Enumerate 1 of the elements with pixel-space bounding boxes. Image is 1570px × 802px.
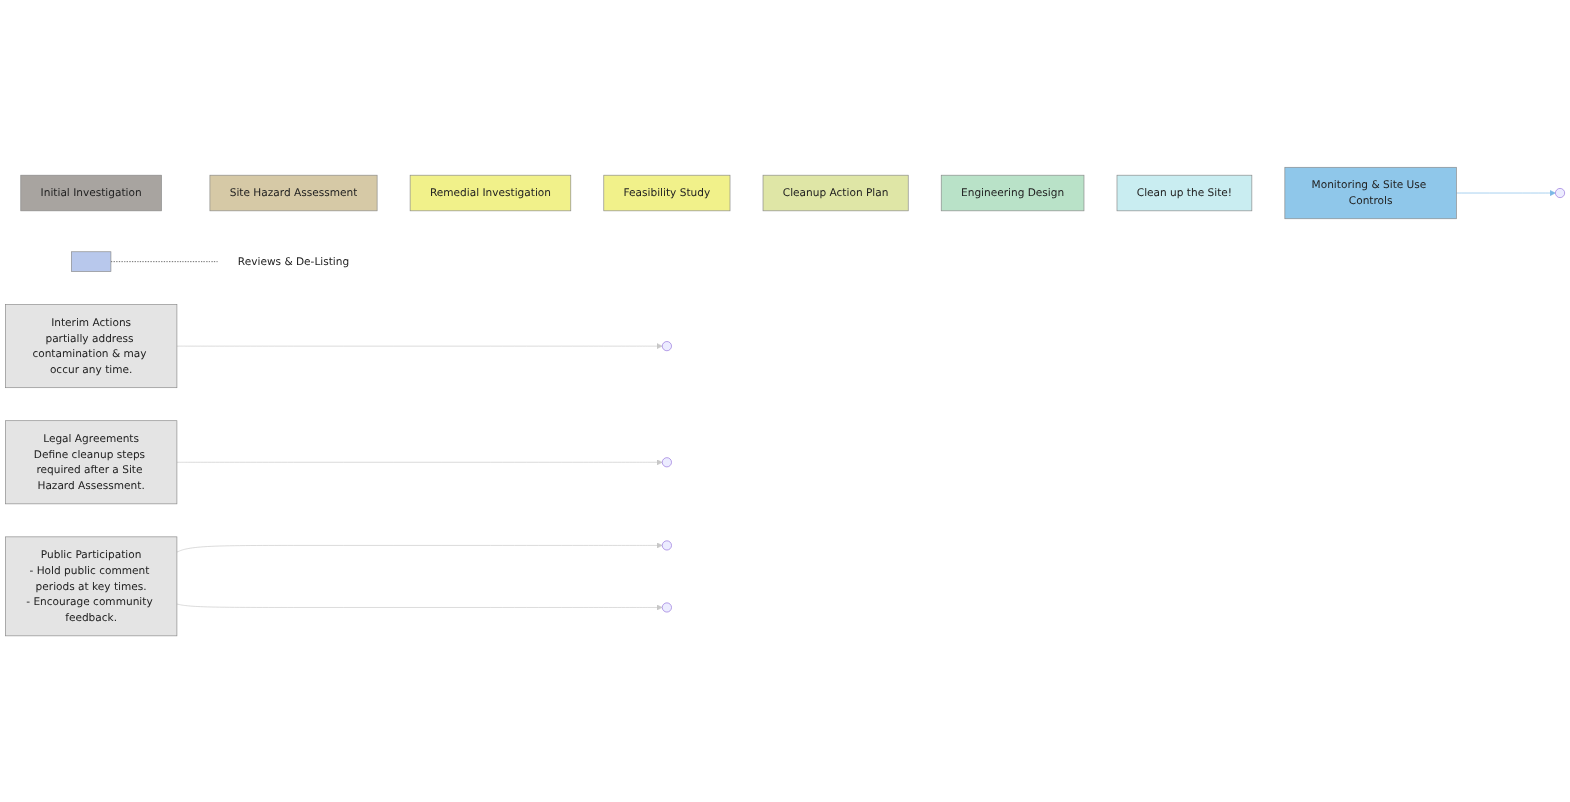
node-box (71, 250, 112, 272)
